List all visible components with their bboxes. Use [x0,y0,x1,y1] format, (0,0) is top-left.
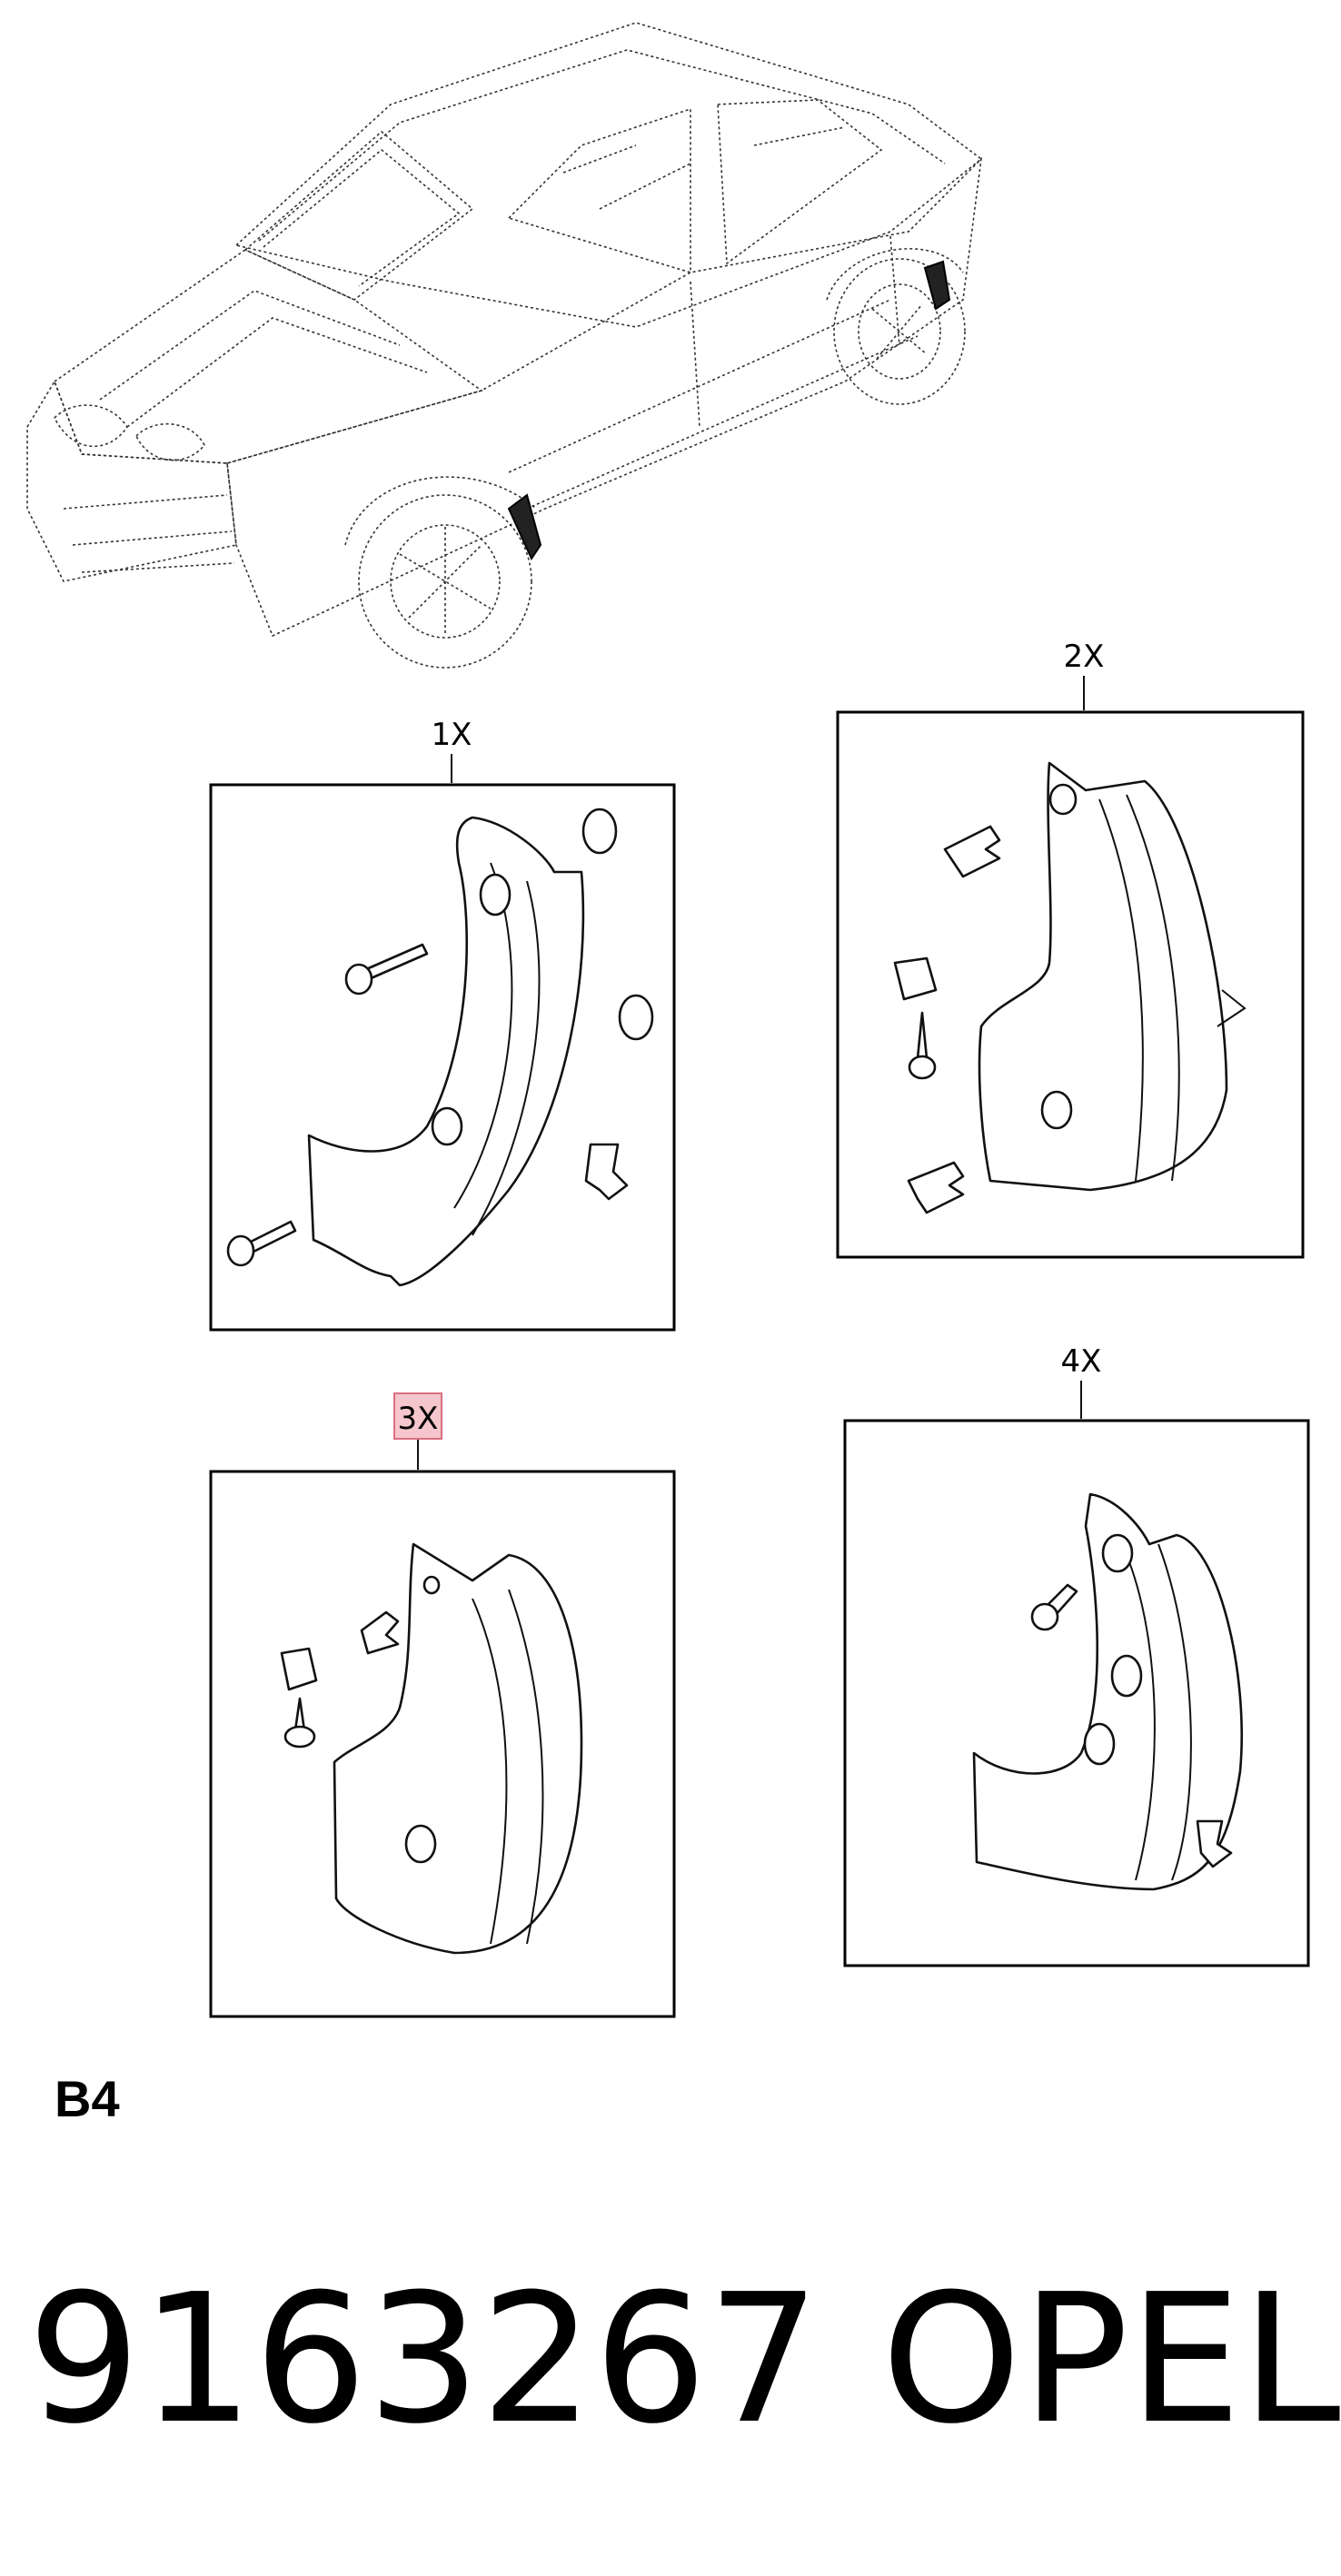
panel-4x: 4X [843,1343,1310,1967]
section-code: B4 [55,2070,120,2127]
grommet-icon [581,807,618,855]
push-clip-icon [1196,1819,1233,1868]
clip-nut-icon [280,1647,318,1691]
callout-3x-highlight [393,1392,442,1440]
callout-2x: 2X [1064,639,1105,675]
push-clip-icon [360,1610,400,1655]
push-clip-icon [584,1143,629,1201]
grommet-icon [618,994,654,1041]
callout-4x: 4X [1061,1343,1102,1380]
rear-mudflap-marker [923,260,951,311]
screw-icon [916,1011,929,1060]
clip-nut-icon [893,956,938,1001]
mudflap-rear-left [333,1542,583,1955]
part-number: 9163267 [27,2256,820,2463]
push-clip-icon [907,1161,965,1214]
mudflap-front-left [307,816,585,1287]
mudflap-front-right [978,761,1228,1192]
panel-1x: 1X [209,717,676,1332]
car-overview-illustration [26,22,983,669]
push-clip-icon [943,825,1001,878]
front-mudflap-marker [507,493,542,561]
brand-name: OPEL [881,2256,1341,2463]
panel-2x: 2X [836,639,1305,1259]
panel-3x: 3X [209,1392,676,2018]
callout-1x: 1X [432,717,472,753]
callout-3x: 3X [398,1401,439,1437]
